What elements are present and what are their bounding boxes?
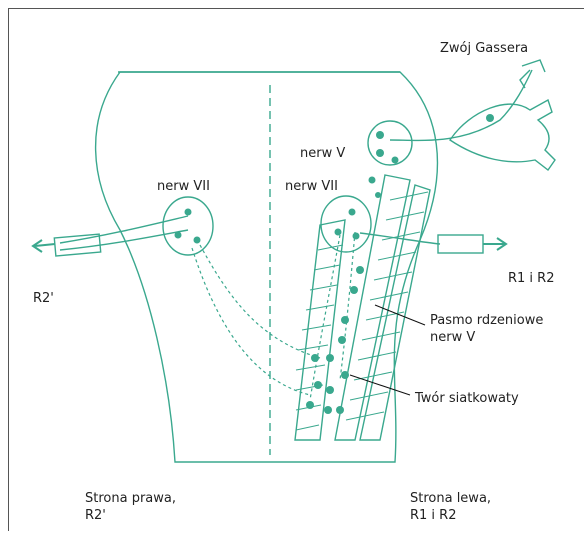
spinal-tract-label-1: Pasmo rdzeniowe — [430, 312, 543, 329]
side-left-label-2: R1 i R2 — [410, 507, 456, 524]
nerve-v-nucleus — [368, 121, 412, 165]
r2-arrow — [33, 240, 55, 252]
nerve-v-label: nerw V — [300, 145, 345, 162]
crossing-fibers — [192, 232, 355, 400]
nerve-vii-right-label: nerw VII — [285, 178, 338, 195]
r2-prime-label: R2' — [33, 290, 54, 307]
nerve-vii-left-label: nerw VII — [157, 178, 210, 195]
right-output-cylinder — [438, 235, 483, 253]
side-right-label-1: Strona prawa, — [85, 490, 176, 507]
left-vii-nucleus — [163, 197, 213, 255]
reticular-label: Twór siatkowaty — [415, 390, 519, 407]
side-right-label-2: R2' — [85, 507, 106, 524]
side-left-label-1: Strona lewa, — [410, 490, 491, 507]
ganglion-label: Zwój Gassera — [440, 40, 528, 57]
r1r2-arrow — [483, 238, 506, 250]
ganglion-nerve-in — [520, 60, 545, 88]
r1-r2-label: R1 i R2 — [508, 270, 554, 287]
spinal-tract-label-2: nerw V — [430, 329, 475, 346]
brainstem-outline — [96, 72, 438, 462]
ganglion-root — [390, 70, 532, 140]
leader-lines — [350, 305, 425, 395]
